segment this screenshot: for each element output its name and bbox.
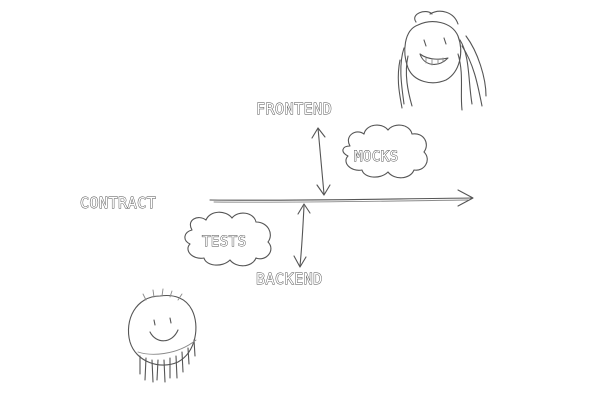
frontend-label: FRONTEND [256,100,332,118]
backend-label: BACKEND [256,270,323,288]
frontend-person-icon [397,10,487,111]
contract-arrow [209,189,474,207]
tests-cloud: TESTS [184,211,272,267]
mocks-label: MOCKS [354,149,399,165]
contract-label: CONTRACT [80,194,156,212]
mocks-cloud: MOCKS [342,124,428,179]
backend-person-icon [128,288,197,383]
tests-label: TESTS [202,234,247,250]
frontend-contract-arrow [311,127,331,196]
backend-contract-arrow [293,203,311,268]
